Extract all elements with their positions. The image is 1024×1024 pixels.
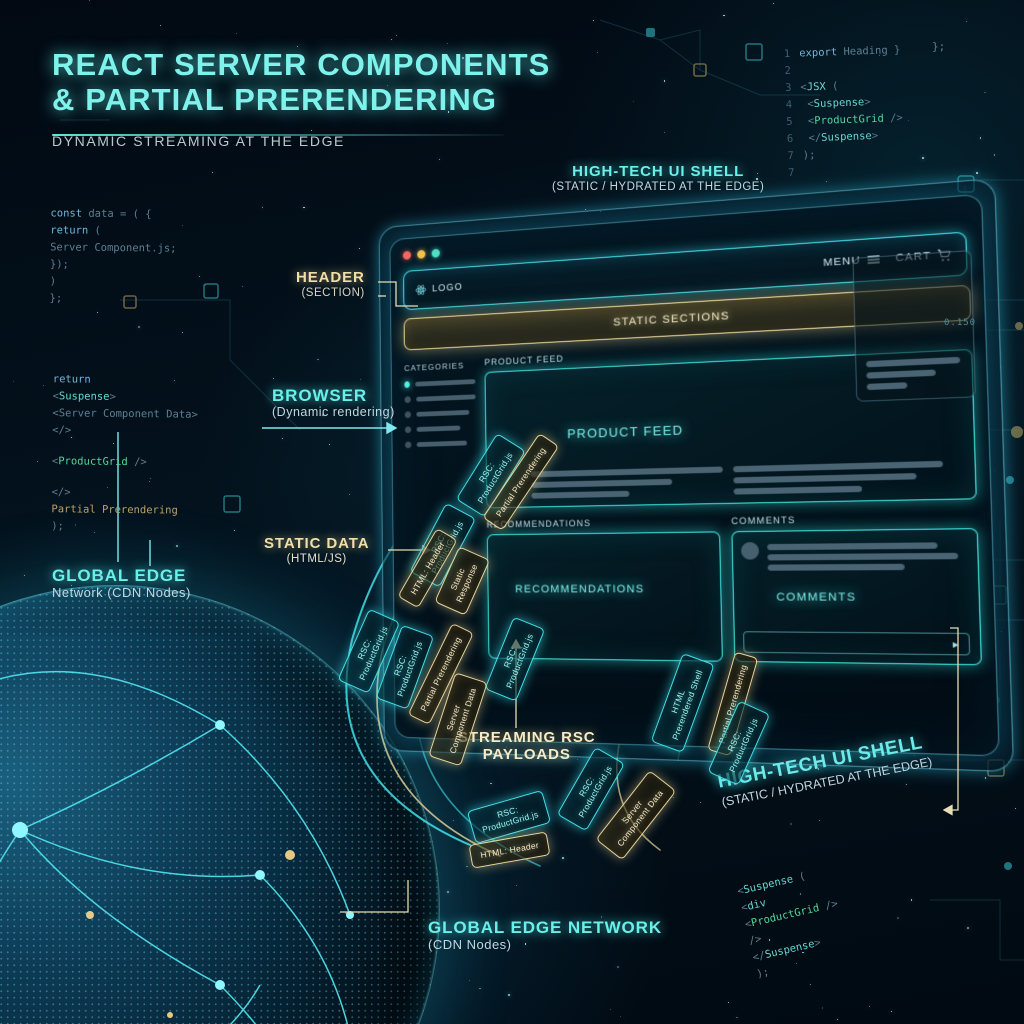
- category-bullet-icon: [404, 426, 412, 434]
- category-placeholder-bar: [416, 409, 470, 417]
- product-feed-placeholder-bars: [531, 460, 943, 499]
- cdn-arc-links: [0, 670, 354, 1024]
- category-item[interactable]: [404, 378, 476, 389]
- cart-label: CART: [895, 250, 931, 265]
- window-close-dot[interactable]: [402, 250, 412, 260]
- menu-button[interactable]: MENU: [823, 253, 880, 269]
- callout-header-section: HEADER (SECTION): [296, 269, 365, 299]
- category-item[interactable]: [404, 424, 476, 434]
- callout-static-data: STATIC DATA (HTML/JS): [264, 535, 370, 565]
- code-left-top: const data = ( { return ( Server Compone…: [49, 207, 177, 305]
- categories-sidebar: CATEGORIES: [404, 358, 479, 658]
- avatar: [741, 542, 760, 560]
- category-item[interactable]: [404, 409, 476, 419]
- callout-global-edge: GLOBAL EDGE Network (CDN Nodes): [52, 566, 191, 601]
- callout-global-edge-network: GLOBAL EDGE NETWORK (CDN Nodes): [428, 918, 663, 953]
- categories-label: CATEGORIES: [404, 360, 465, 373]
- react-atom-icon: [415, 283, 427, 296]
- comments-label: COMMENTS: [731, 514, 796, 527]
- page-subtitle: DYNAMIC STREAMING AT THE EDGE: [52, 133, 345, 150]
- send-arrow-icon[interactable]: ►: [950, 638, 961, 650]
- logo-label: LOGO: [432, 281, 463, 294]
- cart-button[interactable]: CART: [895, 248, 952, 265]
- logo-group[interactable]: LOGO: [415, 281, 463, 296]
- category-placeholder-bar: [415, 379, 476, 387]
- category-bullet-icon: [405, 441, 412, 449]
- callout-streaming-rsc: STREAMING RSC PAYLOADS: [458, 729, 596, 763]
- callout-browser: BROWSER (Dynamic rendering): [272, 386, 395, 420]
- category-bullet-icon: [404, 396, 411, 404]
- comments-panel[interactable]: COMMENTS ►: [731, 528, 982, 666]
- menu-label: MENU: [823, 254, 861, 270]
- page-title-line1: REACT SERVER COMPONENTS: [52, 47, 551, 82]
- page-title-block: REACT SERVER COMPONENTS & PARTIAL PREREN…: [52, 47, 551, 150]
- category-bullet-icon: [404, 411, 412, 419]
- category-bullet-icon: [404, 381, 410, 389]
- comments-title: COMMENTS: [776, 591, 857, 604]
- page-title-line2: & PARTIAL PRERENDERING: [52, 81, 498, 117]
- recommendations-title: RECOMMENDATIONS: [515, 583, 645, 596]
- comment-placeholder-lines: [767, 540, 966, 571]
- recommendations-label: RECOMMENDATIONS: [486, 518, 592, 530]
- right-value-readout: 0.150: [944, 318, 977, 328]
- callout-ui-shell: HIGH-TECH UI SHELL (STATIC / HYDRATED AT…: [552, 163, 765, 193]
- category-placeholder-bar: [416, 394, 476, 402]
- code-left-bottom: return <Suspense> <Server Component Data…: [51, 373, 198, 533]
- category-placeholder-bar: [416, 440, 467, 447]
- category-item[interactable]: [405, 439, 476, 449]
- window-minimize-dot[interactable]: [417, 249, 426, 259]
- category-placeholder-bar: [416, 425, 461, 432]
- category-item[interactable]: [404, 393, 476, 404]
- hamburger-icon: [866, 254, 880, 265]
- product-feed-title: PRODUCT FEED: [566, 422, 684, 442]
- window-maximize-dot[interactable]: [431, 248, 440, 258]
- code-top-right-tail: };: [932, 40, 946, 53]
- shopping-cart-icon: [937, 248, 953, 261]
- product-feed-panel[interactable]: PRODUCT FEED: [484, 348, 977, 509]
- comment-input[interactable]: ►: [743, 631, 971, 656]
